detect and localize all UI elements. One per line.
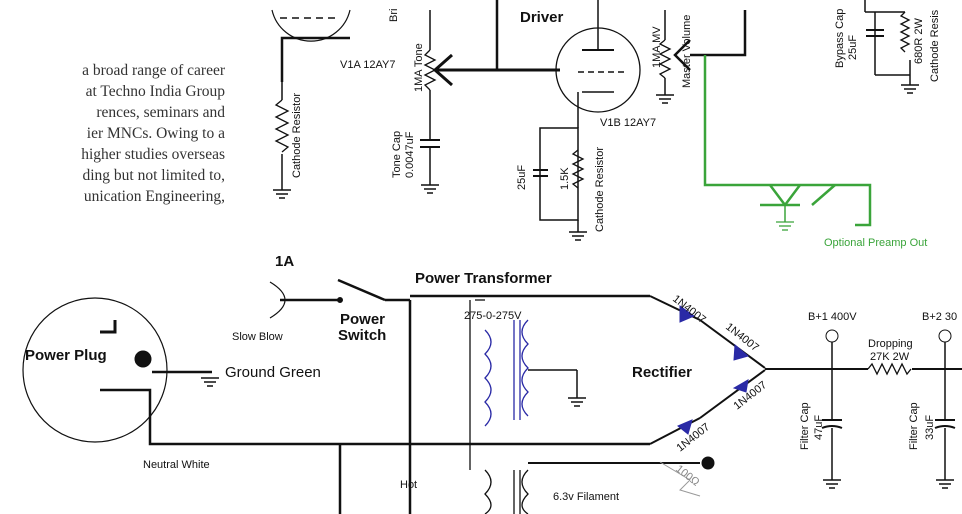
bypass-cap-value: 25uF — [847, 35, 859, 60]
hot-label: Hot — [400, 479, 417, 491]
v1b-label: V1B 12AY7 — [600, 117, 656, 129]
article-line: at Techno India Group — [85, 83, 225, 100]
power-switch-label-2: Switch — [338, 327, 386, 344]
dropping-value: 27K 2W — [870, 351, 910, 363]
cathode-resistor-3-label: Cathode Resis — [929, 9, 941, 82]
cathode-resistor-2-label: Cathode Resistor — [594, 147, 606, 232]
transformer-label: Power Transformer — [415, 270, 552, 287]
tone-cap-label: Tone Cap — [391, 131, 403, 178]
tube-v1a — [271, 9, 351, 42]
power-plug — [22, 297, 168, 443]
filter-cap-2-value: 33uF — [924, 415, 936, 440]
ground-green-label: Ground Green — [225, 364, 321, 381]
diode-label-4: 1N4007 — [731, 379, 769, 412]
tone-pot-label: 1MA Tone — [413, 43, 425, 92]
driver-label: Driver — [520, 9, 564, 26]
optional-out-label: Optional Preamp Out — [824, 237, 927, 249]
article-line: ding but not limited to, — [82, 167, 225, 184]
dropping-resistor — [867, 362, 912, 376]
cathode-resistor-label: Cathode Resistor — [291, 93, 303, 178]
res-680r-label: 680R 2W — [913, 18, 925, 64]
filter-cap-2-label: Filter Cap — [908, 402, 920, 450]
cathode-resistor-1 — [274, 99, 290, 153]
b2-label: B+2 30 — [922, 311, 957, 323]
power-section — [22, 278, 962, 514]
article-line: unication Engineering, — [83, 188, 225, 205]
power-switch-label-1: Power — [340, 311, 385, 328]
slow-blow-label: Slow Blow — [232, 331, 283, 343]
fuse-label: 1A — [275, 253, 294, 270]
filter-cap-1-label: Filter Cap — [799, 402, 811, 450]
master-volume-label: Master Volume — [681, 15, 693, 88]
article-line: a broad range of career — [82, 62, 225, 79]
article-line: ier MNCs. Owing to a — [86, 125, 225, 142]
article-line: higher studies overseas — [81, 146, 225, 163]
article-line: rences, seminars and — [96, 104, 225, 121]
vol-pot-label: 1MA MV — [651, 26, 663, 68]
tone-cap-value: 0.0047uF — [404, 131, 416, 178]
power-plug-label: Power Plug — [25, 347, 107, 364]
v1a-label: V1A 12AY7 — [340, 59, 395, 71]
power-switch — [337, 278, 386, 302]
master-volume-pot — [658, 39, 672, 79]
rectifier-label: Rectifier — [632, 364, 692, 381]
diode-label-1: 1N4007 — [670, 293, 708, 326]
bypass-cap-label: Bypass Cap — [834, 9, 846, 68]
bright-label: Bri — [388, 9, 400, 22]
res-100-label: 100Ω — [673, 463, 701, 489]
cathode-resistor-2 — [571, 149, 585, 189]
filter-cap-1-value: 47uF — [813, 415, 825, 440]
b1-label: B+1 400V — [808, 311, 857, 323]
neutral-white-label: Neutral White — [143, 459, 210, 471]
preamp-section — [271, 0, 920, 241]
filament-label: 6.3v Filament — [553, 491, 619, 503]
dropping-label: Dropping — [868, 338, 913, 350]
transformer-value: 275-0-275V — [464, 310, 522, 322]
cap-25uf-label: 25uF — [516, 165, 528, 190]
res-15k-label: 1.5K — [559, 167, 571, 190]
optional-preamp-out — [703, 55, 872, 231]
article-text-fragment: a broad range of career at Techno India … — [0, 60, 225, 207]
diode-label-2: 1N4007 — [723, 321, 761, 354]
